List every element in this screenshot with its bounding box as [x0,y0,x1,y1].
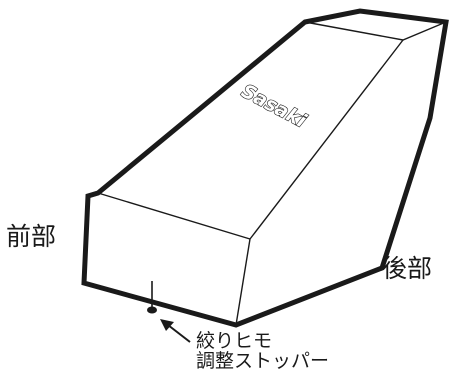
front-face-top-edge [97,192,251,240]
front-label: 前部 [6,222,57,251]
stopper-label: 絞りヒモ 調整ストッパー [196,331,329,371]
back-top-edge [304,21,447,41]
top-right-ridge [249,39,404,240]
front-face-right-edge [235,238,251,326]
stopper-arrow-head [160,319,174,331]
cover-outline [81,8,449,328]
stopper-label-line2: 調整ストッパー [196,350,330,372]
stopper-label-line1: 絞りヒモ [196,330,273,352]
stopper-arrow-shaft [167,324,191,343]
drawstring-stopper [147,306,157,314]
rear-label: 後部 [382,254,433,283]
